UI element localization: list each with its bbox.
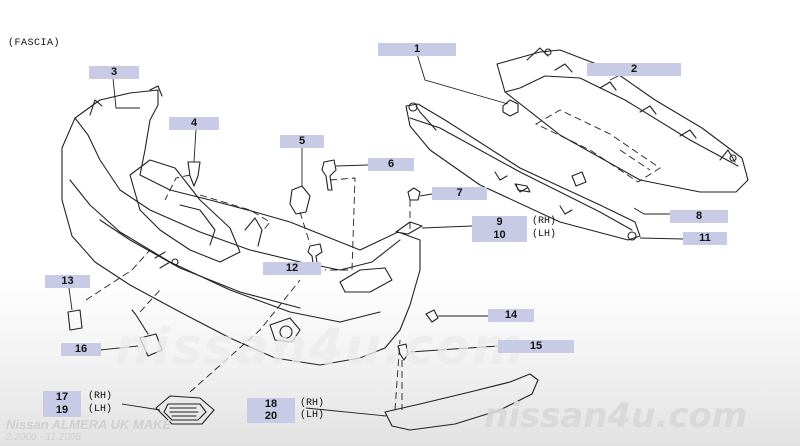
screw-6-drawing: [321, 159, 337, 191]
screw-14-drawing: [425, 309, 439, 323]
side-lh-10: (LH): [532, 229, 557, 240]
callout-9[interactable]: 9: [472, 216, 527, 229]
callout-12[interactable]: 12: [263, 262, 321, 275]
callout-4[interactable]: 4: [169, 117, 219, 130]
callout-1[interactable]: 1: [378, 43, 456, 56]
callout-17[interactable]: 17: [43, 391, 81, 404]
clip-right-drawing: [571, 171, 587, 187]
callout-3[interactable]: 3: [89, 66, 139, 79]
callout-13[interactable]: 13: [45, 275, 90, 288]
callout-8[interactable]: 8: [670, 210, 728, 223]
bracket-13-drawing: [67, 309, 83, 331]
callout-2[interactable]: 2: [587, 63, 681, 76]
callout-7[interactable]: 7: [432, 187, 487, 200]
side-rh-17: (RH): [88, 391, 113, 402]
callout-14[interactable]: 14: [488, 309, 534, 322]
clip-1-drawing: [502, 99, 519, 117]
side-rh-18: (RH): [300, 398, 325, 409]
side-lh-20: (LH): [300, 410, 325, 421]
clip-7-drawing: [407, 187, 421, 201]
callout-19[interactable]: 19: [43, 404, 81, 417]
watermark: nissan4u.com: [115, 318, 527, 376]
clip-15-drawing: [397, 343, 409, 361]
watermark-corner: nissan4u.com: [484, 396, 748, 436]
model-years: 2.2000 - 11.2006: [6, 432, 81, 443]
callout-6[interactable]: 6: [368, 158, 414, 171]
callout-15[interactable]: 15: [498, 340, 574, 353]
callout-11[interactable]: 11: [683, 232, 727, 245]
fog-lamp-drawing: [155, 395, 215, 425]
bracket-5-drawing: [289, 185, 311, 215]
moulding-drawing: [384, 373, 539, 431]
bumper-beam-drawing: [405, 102, 641, 241]
upper-reinforcement-drawing: [496, 47, 749, 193]
callout-5[interactable]: 5: [280, 135, 324, 148]
callout-18[interactable]: 18: [247, 398, 295, 411]
bracket-9-drawing: [395, 221, 423, 235]
side-lh-19: (LH): [88, 404, 113, 415]
callout-16[interactable]: 16: [61, 343, 101, 356]
callout-20[interactable]: 20: [247, 410, 295, 423]
clip-4-drawing: [187, 161, 201, 187]
section-title: (FASCIA): [8, 38, 61, 49]
side-rh-9: (RH): [532, 216, 557, 227]
front-fascia-drawing: [61, 85, 421, 366]
model-title: Nissan ALMERA UK MAKE: [6, 417, 172, 432]
tow-cover-16-drawing: [131, 309, 163, 357]
callout-10[interactable]: 10: [472, 229, 527, 242]
